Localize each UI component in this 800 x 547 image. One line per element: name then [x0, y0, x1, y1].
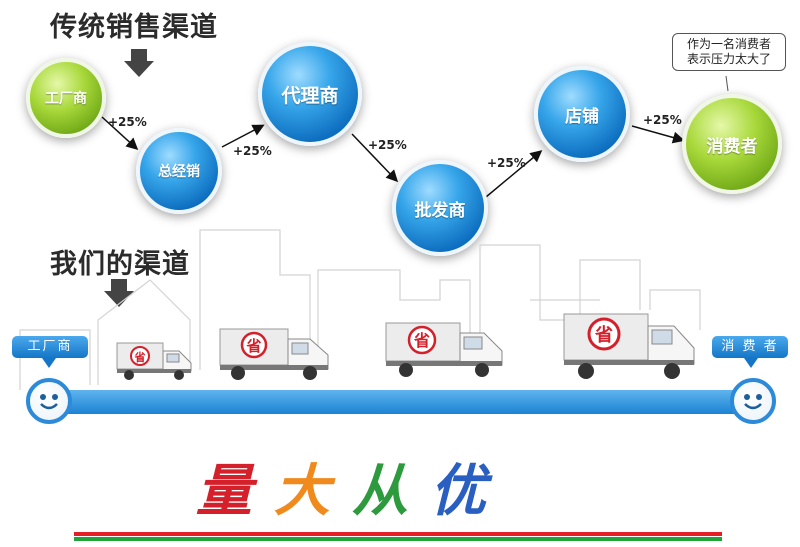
truck-xlarge: 省	[563, 313, 695, 379]
markup-label: +25%	[368, 138, 407, 152]
markup-label: +25%	[487, 156, 526, 170]
markup-label: +25%	[233, 144, 272, 158]
node-factory: 工厂商	[26, 58, 106, 138]
node-distributor: 总经销	[136, 128, 222, 214]
truck-large: 省	[385, 322, 503, 377]
bubble-line: 作为一名消费者	[686, 37, 771, 51]
markup-label: +25%	[108, 115, 147, 129]
truck-mark: 省	[413, 331, 430, 350]
traditional-channel-heading: 传统销售渠道	[50, 12, 218, 43]
node-agent: 代理商	[258, 42, 362, 146]
truck-mark: 省	[134, 350, 146, 364]
our-channel-heading: 我们的渠道	[50, 249, 190, 280]
slogan: 量 大 从 优	[196, 446, 508, 527]
city-skyline	[19, 229, 701, 390]
truck-mark: 省	[245, 337, 261, 355]
flow-arrows	[101, 75, 729, 198]
divider-green	[74, 537, 722, 541]
bubble-line: 表示压力太大了	[686, 52, 771, 66]
smiley-icon	[730, 378, 776, 424]
tag-pointer	[42, 358, 56, 368]
node-consumer: 消费者	[682, 94, 782, 194]
divider-red	[74, 532, 722, 536]
consumer-speech-bubble: 作为一名消费者 表示压力太大了	[672, 33, 786, 71]
slogan-char: 大	[274, 458, 352, 524]
direct-channel-bar	[46, 390, 760, 414]
truck-small: 省	[116, 342, 192, 380]
end-tag-consumer: 消 费 者	[712, 336, 788, 358]
markup-label: +25%	[643, 113, 682, 127]
node-store: 店铺	[534, 66, 630, 162]
down-arrow-icon	[104, 279, 134, 307]
down-arrow-icon	[124, 49, 154, 77]
truck-mark: 省	[594, 324, 613, 346]
node-wholesaler: 批发商	[392, 160, 488, 256]
start-tag-factory: 工厂商	[12, 336, 88, 358]
smiley-icon	[26, 378, 72, 424]
tag-pointer	[744, 358, 758, 368]
truck-medium: 省	[219, 328, 329, 380]
slogan-char: 从	[352, 458, 430, 524]
slogan-char: 优	[430, 458, 508, 524]
slogan-char: 量	[196, 458, 274, 524]
